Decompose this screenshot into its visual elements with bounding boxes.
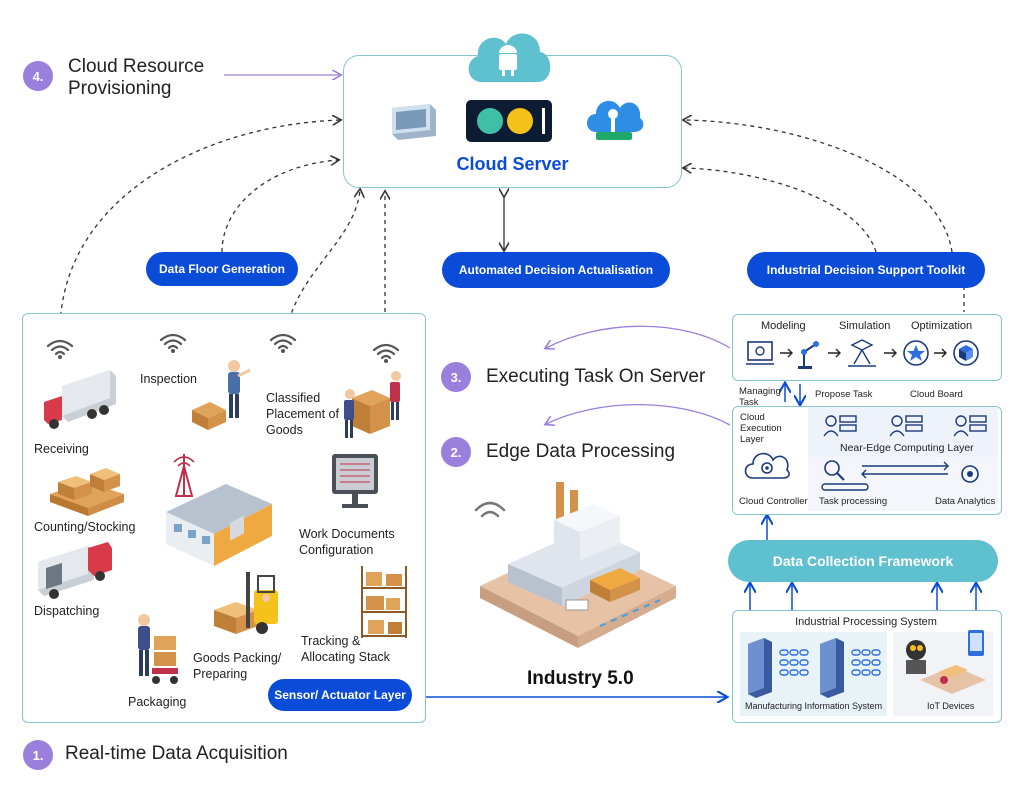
dispatching-truck-icon xyxy=(38,542,112,599)
step-1-label: Real-time Data Acquisition xyxy=(65,743,288,764)
cloud-server-title: Cloud Server xyxy=(456,154,569,174)
step-2-badge: 2. xyxy=(441,437,471,467)
task-processing-label: Task processing xyxy=(819,496,888,507)
cloud-network-icon xyxy=(587,100,644,140)
cloud-execution-layer-label: Cloud Execution Layer xyxy=(740,412,782,445)
optimization-star-icon xyxy=(903,340,929,366)
propose-task-label: Propose Task xyxy=(815,389,873,400)
processing-title: Industrial Processing System xyxy=(795,616,937,628)
optimization-label: Optimization xyxy=(911,320,973,332)
near-edge-layer-label: Near-Edge Computing Layer xyxy=(840,442,974,454)
data-analytics-label: Data Analytics xyxy=(935,496,996,507)
counting-boxes-icon xyxy=(50,468,124,516)
work-documents-monitor-icon xyxy=(332,454,378,508)
decision-toolkit-pill: Industrial Decision Support Toolkit xyxy=(747,252,985,288)
modeling-icon xyxy=(746,341,774,365)
classified-placement-label: Classified Placement of Goods xyxy=(266,391,339,437)
warehouse-building-icon xyxy=(166,454,272,566)
packaging-label: Packaging xyxy=(128,695,187,709)
tracking-shelf-icon xyxy=(361,566,407,638)
industry-factory-icon xyxy=(474,482,676,648)
wifi-icon xyxy=(372,343,400,363)
mis-servers-icon xyxy=(748,638,881,698)
cube-icon xyxy=(953,340,979,366)
forklift-icon xyxy=(214,572,278,634)
android-cloud-icon xyxy=(468,33,551,82)
task-processing-icons xyxy=(821,460,979,491)
edge-server-icons xyxy=(823,415,987,437)
cloud-controller-icon xyxy=(744,452,790,479)
wifi-icon xyxy=(46,339,74,359)
inspection-label: Inspection xyxy=(140,372,197,386)
wifi-icon xyxy=(269,333,297,353)
step-3-label: Executing Task On Server xyxy=(486,366,706,387)
modeling-label: Modeling xyxy=(761,320,806,332)
inspector-worker-icon xyxy=(192,360,251,430)
warehouse-workers-icon xyxy=(344,371,401,438)
step-3-badge: 3. xyxy=(441,362,471,392)
mis-label: Manufacturing Information System xyxy=(745,701,883,711)
cloud-board-label: Cloud Board xyxy=(910,389,963,400)
step-4-badge: 4. xyxy=(23,61,53,91)
dispatching-label: Dispatching xyxy=(34,604,100,618)
toolkit-flow-icons xyxy=(746,339,979,369)
tracking-allocating-label: Tracking & Allocating Stack xyxy=(301,634,390,664)
simulation-label: Simulation xyxy=(839,320,891,332)
work-documents-label: Work Documents Configuration xyxy=(299,527,395,557)
simulation-icon xyxy=(848,339,876,367)
iot-devices-label: IoT Devices xyxy=(927,701,975,711)
step-4-label: Cloud Resource Provisioning xyxy=(68,56,205,99)
automated-decision-pill: Automated Decision Actualisation xyxy=(442,252,670,288)
cloud-server-box: Cloud Server xyxy=(343,33,682,188)
goods-packing-label: Goods Packing/ Preparing xyxy=(193,651,282,681)
receiving-label: Receiving xyxy=(34,442,89,456)
industry-5-label: Industry 5.0 xyxy=(527,668,634,689)
iot-devices-icon xyxy=(906,630,986,694)
robot-arm-icon xyxy=(798,341,819,369)
step-1-badge: 1. xyxy=(23,740,53,770)
step-2-label: Edge Data Processing xyxy=(486,441,676,462)
wifi-icon xyxy=(159,333,187,353)
receiving-truck-icon xyxy=(44,370,116,429)
data-collection-framework: Data Collection Framework xyxy=(728,540,998,582)
counting-stocking-label: Counting/Stocking xyxy=(34,520,136,534)
data-floor-generation-pill: Data Floor Generation xyxy=(146,252,298,286)
packaging-worker-icon xyxy=(138,614,178,684)
sensor-actuator-pill: Sensor/ Actuator Layer xyxy=(268,679,412,711)
traffic-light-icon xyxy=(466,100,552,142)
managing-task-label: Managing Task xyxy=(739,386,781,408)
server-rack-icon xyxy=(392,104,436,140)
cloud-controller-label: Cloud Controller xyxy=(739,496,808,507)
